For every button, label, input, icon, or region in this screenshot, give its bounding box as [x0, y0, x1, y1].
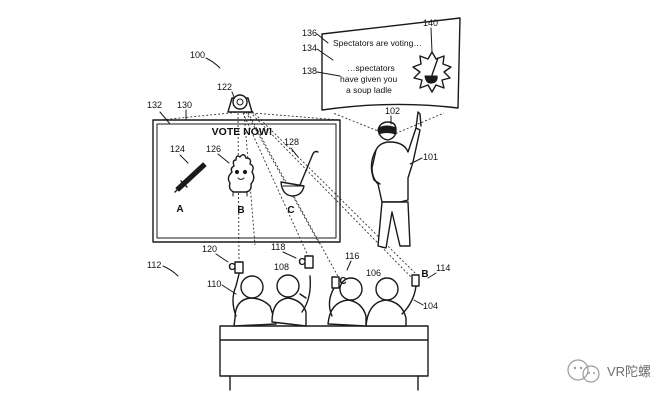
ref-140: 140 [423, 18, 438, 28]
vote-letter-118: C [298, 257, 305, 268]
ref-122: 122 [217, 82, 232, 92]
watermark-text: VR陀螺 [607, 364, 651, 379]
hmd-view-panel [321, 17, 461, 111]
option-letter-a: A [176, 204, 183, 215]
hmd-line-given: have given you [340, 74, 397, 84]
ref-110: 110 [207, 279, 221, 289]
ref-112: 112 [147, 260, 161, 270]
ref-104: 104 [423, 301, 438, 311]
projection-rays [159, 111, 341, 246]
couch [219, 325, 429, 391]
spectator-110 [232, 261, 277, 327]
watermark-logo [567, 359, 600, 383]
ref-114: 114 [436, 263, 450, 273]
player-with-hmd [370, 111, 422, 249]
spectator-106 [327, 276, 367, 327]
ref-128: 128 [284, 137, 299, 147]
ref-124: 124 [170, 144, 185, 154]
vote-letter-120: C [228, 262, 235, 273]
vote-title: VOTE NOW! [212, 126, 273, 138]
hmd-line-voting: Spectators are voting… [333, 38, 422, 48]
vote-letter-114: B [421, 269, 428, 280]
phone-signal-rays [237, 110, 419, 281]
hmd-line-spectators: …spectators [347, 63, 395, 73]
projector-camera [227, 94, 253, 113]
ref-138: 138 [302, 66, 317, 76]
ref-101: 101 [423, 152, 438, 162]
vote-letter-116: C [339, 276, 346, 287]
ref-100: 100 [190, 50, 205, 60]
hmd-line-ladle: a soup ladle [346, 85, 392, 95]
display-screen [152, 119, 341, 243]
spectator-108 [271, 255, 314, 327]
ref-132: 132 [147, 100, 162, 110]
ref-126: 126 [206, 144, 221, 154]
ref-106: 106 [366, 268, 381, 278]
ref-136: 136 [302, 28, 317, 38]
ref-102: 102 [385, 106, 400, 116]
ladle-starburst-icon [412, 51, 452, 93]
ref-116: 116 [345, 251, 359, 261]
ref-130: 130 [177, 100, 192, 110]
ref-120: 120 [202, 244, 217, 254]
reference-numerals: 100 101 102 104 106 108 110 112 114 116 … [147, 18, 450, 311]
ref-108: 108 [274, 262, 289, 272]
ref-134: 134 [302, 43, 317, 53]
option-letter-c: C [287, 205, 294, 216]
ref-118: 118 [271, 242, 285, 252]
sword-icon [174, 162, 207, 193]
ladle-icon [280, 150, 319, 197]
option-letter-b: B [237, 205, 244, 216]
spectator-104 [365, 274, 420, 327]
creature-icon [227, 154, 255, 197]
